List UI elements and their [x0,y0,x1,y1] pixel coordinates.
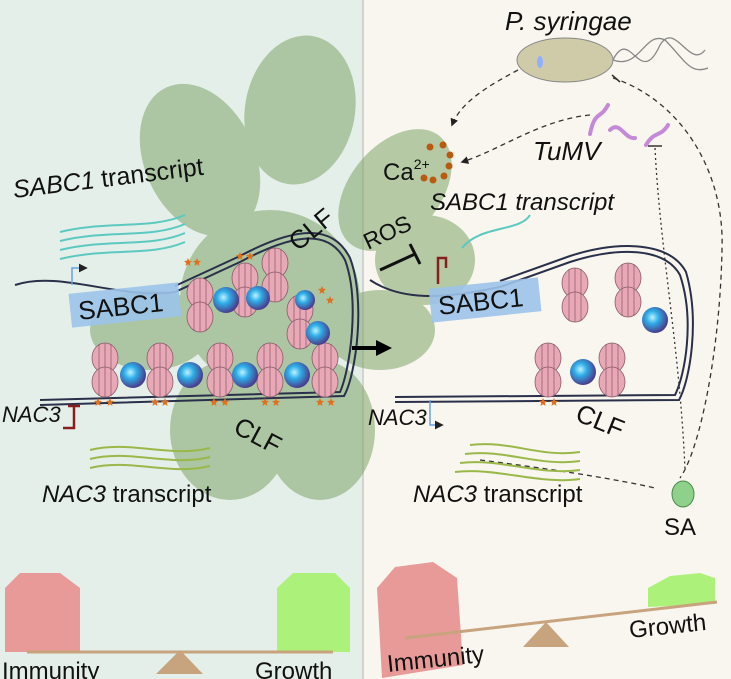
sa-inhibition-bar [611,74,662,147]
right-sabc1-gene-box [428,277,542,323]
left-chromatin-loop [14,232,360,406]
sa-molecule-icon [671,480,695,508]
right-chromatin-loop [369,245,694,403]
left-growth-label: Growth [255,658,332,679]
left-sabc1-gene-box [68,282,182,328]
left-immunity-label: Immunity [2,658,99,679]
right-sabc1-transcript-label: SABC1 transcript [430,189,615,216]
left-nucleosomes [91,247,339,406]
tumv-label: TuMV [533,136,603,166]
right-nac3-transcript-label: NAC3 transcript [413,481,583,508]
right-growth-weight [648,573,715,607]
left-nac3-transcript-lines [89,445,211,471]
calcium-label: Ca2+ [383,156,430,186]
sa-label: SA [664,514,696,541]
left-fulcrum [156,650,203,674]
left-sabc1-promoter-arrow [71,263,88,285]
left-immunity-weight [5,573,80,652]
right-beam [404,600,718,640]
left-growth-weight [277,573,350,652]
left-nac3-transcript-label: NAC3 transcript [42,481,212,508]
right-nac3-promoter-arrow [429,400,444,430]
ros-inhibition-symbol [379,243,422,272]
right-fulcrum [523,622,569,647]
calcium-ions-icon [420,141,454,184]
right-nucleosomes [534,262,668,406]
right-sabc1-transcript-line [461,214,531,249]
bacterium-icon [516,37,709,83]
signal-arrows [450,69,723,489]
right-nac3-label: NAC3 [368,405,427,430]
right-sabc1-promoter-mark [436,256,448,284]
right-nac3-transcript-lines [454,443,581,482]
left-sabc1-transcript-lines [59,214,186,260]
left-balance-scale: Immunity Growth [2,573,350,679]
left-nac3-repression-symbol [63,404,80,430]
left-nac3-label: NAC3 [2,402,61,427]
pathogen-label: P. syringae [505,6,632,36]
right-immunity-weight [377,562,463,678]
tumv-virus-icon [588,103,670,147]
transition-arrow [352,340,392,356]
